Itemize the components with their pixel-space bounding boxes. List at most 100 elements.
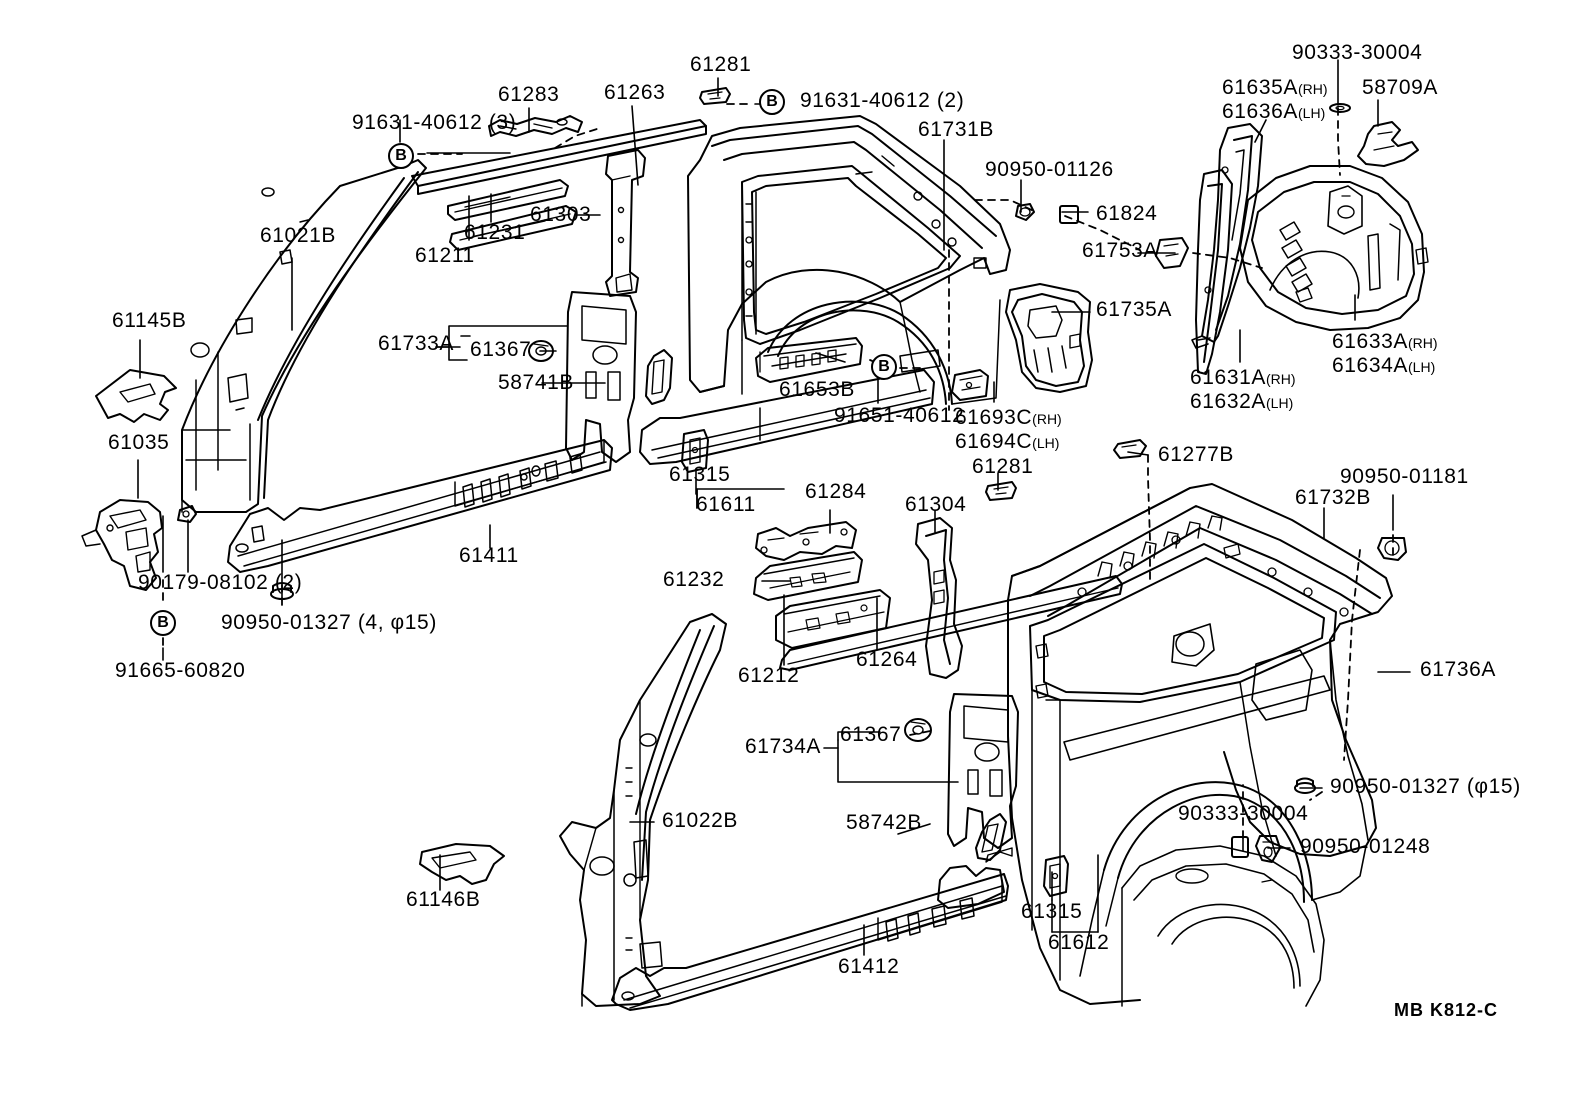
bracket-61733A: [435, 325, 568, 361]
label-61212: 61212: [738, 664, 800, 687]
part-rear-wheelhouse-bottom: [1121, 845, 1325, 1007]
part-61611: [639, 369, 935, 465]
part-61315-upper: [681, 429, 709, 473]
part-61232: [753, 551, 863, 601]
label-61303: 61303: [530, 203, 592, 226]
label-61367-lower: 61367: [840, 723, 902, 746]
label-58742B: 58742B: [846, 811, 923, 834]
part-61635A: [1191, 123, 1263, 349]
label-91665-60820: 91665-60820: [115, 659, 246, 682]
part-61315-lower: [1043, 855, 1069, 897]
part-61753A: [1155, 237, 1189, 269]
diagram-code: MB K812-C: [1394, 1000, 1499, 1020]
part-61693C: [951, 369, 989, 401]
label-61211: 61211: [415, 244, 475, 267]
part-61277B: [1113, 439, 1147, 459]
part-61145B: [95, 369, 177, 423]
label-61633A-61634A: 61633A(RH) 61634A(LH): [1332, 330, 1438, 377]
part-61212: [775, 589, 891, 649]
part-61735A: [1005, 283, 1093, 393]
part-61734A: [947, 693, 1019, 849]
part-90333-30004-bottom: [1231, 836, 1249, 858]
b-marker-top-mid: B: [759, 89, 785, 115]
label-61231: 61231: [464, 221, 526, 244]
part-61367-upper: [528, 340, 554, 362]
label-90179-08102: 90179-08102 (2): [138, 571, 303, 594]
label-61281-top: 61281: [690, 53, 752, 76]
label-61283: 61283: [498, 83, 560, 106]
label-91651-40612: 91651-40612: [834, 404, 965, 427]
b-marker-mid: B: [871, 354, 897, 380]
label-61412: 61412: [838, 955, 900, 978]
label-61411: 61411: [459, 544, 519, 567]
label-61734A: 61734A: [745, 735, 822, 758]
label-61735A: 61735A: [1096, 298, 1173, 321]
part-90950-01126: [1015, 203, 1035, 221]
label-61264: 61264: [856, 648, 918, 671]
label-61284: 61284: [805, 480, 867, 503]
part-61731B: [687, 115, 1011, 405]
part-90950-01327-right: [1294, 777, 1316, 794]
label-61753A: 61753A: [1082, 239, 1159, 262]
label-61021B: 61021B: [260, 224, 337, 247]
label-61281-bottom: 61281: [972, 455, 1034, 478]
b-marker-lower-left: B: [150, 610, 176, 636]
label-90333-30004-bottom: 90333-30004: [1178, 802, 1309, 825]
part-61633A: [1239, 165, 1429, 331]
b-marker-top-left: B: [388, 143, 414, 169]
part-61283: [488, 115, 583, 137]
label-61145B: 61145B: [112, 309, 187, 332]
label-61315-upper: 61315: [669, 463, 731, 486]
label-91631-40612-3: 91631-40612 (3): [352, 111, 517, 134]
label-90950-01327-phi15: 90950-01327 (φ15): [1330, 775, 1521, 798]
dashed-connectors: [162, 103, 1394, 839]
label-90950-01327-4: 90950-01327 (4, φ15): [221, 611, 437, 634]
part-61281-top: [699, 87, 731, 105]
label-91631-40612-2: 91631-40612 (2): [800, 89, 965, 112]
label-61022B: 61022B: [662, 809, 739, 832]
part-61146B: [419, 843, 505, 885]
part-61824: [1059, 205, 1079, 224]
part-61281-bottom: [985, 481, 1017, 501]
bracket-61734A: [823, 731, 959, 783]
part-61612: [611, 847, 1013, 1011]
label-58741B: 58741B: [498, 371, 575, 394]
part-90179-08102: [177, 505, 197, 523]
label-61631A-61632A: 61631A(RH) 61632A(LH): [1190, 366, 1296, 413]
label-61035: 61035: [108, 431, 170, 454]
label-61304: 61304: [905, 493, 967, 516]
part-61231: [449, 205, 577, 251]
part-61263: [411, 119, 707, 195]
part-61035: [81, 499, 163, 591]
bracket-61611: [696, 488, 785, 509]
part-61631A: [1195, 169, 1233, 375]
label-61824: 61824: [1096, 202, 1158, 225]
label-90333-30004-top: 90333-30004: [1292, 41, 1423, 64]
label-61367-upper: 61367: [470, 338, 532, 361]
label-61277B: 61277B: [1158, 443, 1235, 466]
part-61264: [779, 575, 1123, 671]
part-61732B-body: [1007, 483, 1393, 1005]
label-90950-01126: 90950-01126: [985, 158, 1114, 181]
part-90333-30004-top: [1329, 103, 1351, 113]
label-90950-01181: 90950-01181: [1340, 465, 1469, 488]
label-90950-01248: 90950-01248: [1300, 835, 1431, 858]
part-90950-01327-left: [270, 582, 294, 600]
label-61612: 61612: [1048, 931, 1110, 954]
part-61211: [447, 179, 569, 221]
label-61653B: 61653B: [779, 378, 856, 401]
part-61733A: [565, 291, 637, 463]
part-61304: [915, 517, 963, 679]
part-61303: [605, 149, 646, 297]
label-61315-lower: 61315: [1021, 900, 1083, 923]
label-61611: 61611: [696, 493, 756, 516]
part-61367-lower: [904, 718, 932, 742]
label-61635A-61636A: 61635A(RH) 61636A(LH): [1222, 76, 1328, 123]
label-61733A: 61733A: [378, 332, 455, 355]
part-90950-01181: [1377, 537, 1407, 561]
label-61693C-61694C: 61693C(RH) 61694C(LH): [955, 406, 1062, 453]
label-61731B: 61731B: [918, 118, 995, 141]
label-61732B: 61732B: [1295, 486, 1372, 509]
